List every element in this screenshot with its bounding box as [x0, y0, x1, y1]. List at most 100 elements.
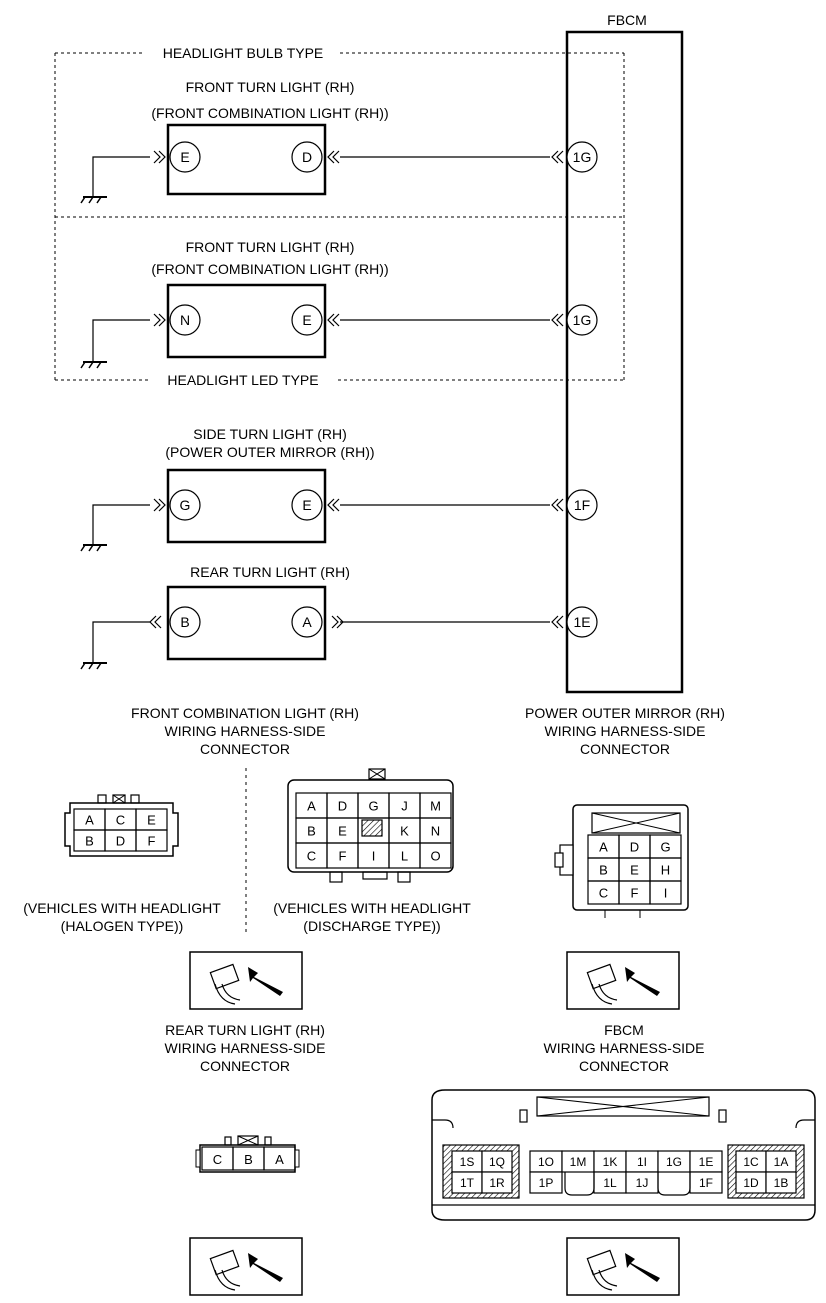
pin-left-label: G	[180, 497, 191, 513]
connector-pin-label: C	[599, 886, 608, 901]
fbcm-connector-title-1: FBCM	[604, 1022, 644, 1038]
discharge-caption-2: (DISCHARGE TYPE))	[303, 918, 440, 934]
connector-cell	[529, 1171, 563, 1194]
connector-pin-label: 1Q	[489, 1155, 505, 1169]
pin-circle	[291, 489, 323, 521]
front-combination-title-2: WIRING HARNESS-SIDE	[164, 723, 325, 739]
connector-pin-label: 1R	[489, 1176, 505, 1190]
ground-symbol-icon	[80, 196, 108, 204]
fbcm-connector-title-3: CONNECTOR	[579, 1058, 669, 1074]
front-combination-title-1: FRONT COMBINATION LIGHT (RH)	[131, 705, 359, 721]
headlight-type-frame	[54, 52, 625, 381]
connector-pin-label: 1S	[460, 1155, 475, 1169]
connector-chevron	[556, 615, 564, 629]
pin-right-label: E	[302, 312, 311, 328]
fbcm-module	[565, 30, 684, 694]
connector-pin-label: B	[85, 834, 94, 849]
connector-pin-label: 1P	[539, 1176, 554, 1190]
connector-pin-label: D	[338, 799, 347, 814]
component-subtitle: (FRONT COMBINATION LIGHT (RH))	[151, 105, 388, 121]
connector-chevron	[551, 615, 559, 629]
power-mirror-title-1: POWER OUTER MIRROR (RH)	[525, 705, 725, 721]
rear-turn-title-1: REAR TURN LIGHT (RH)	[165, 1022, 325, 1038]
key-notch	[564, 1172, 595, 1196]
connector-pin-label: M	[430, 799, 441, 814]
pin-left-label: E	[180, 149, 189, 165]
component-subtitle: (POWER OUTER MIRROR (RH))	[165, 444, 374, 460]
component-row-3: SIDE TURN LIGHT (RH) (POWER OUTER MIRROR …	[80, 426, 598, 552]
fbcm-connector-title-2: WIRING HARNESS-SIDE	[543, 1040, 704, 1056]
connector-pin-label: C	[307, 849, 316, 864]
connector-pin-label: G	[660, 840, 670, 855]
connector-pin-label: 1E	[699, 1155, 714, 1169]
harness-view-icon	[189, 1237, 303, 1296]
pin-circle	[291, 304, 323, 336]
component-row-2: FRONT TURN LIGHT (RH)(FRONT COMBINATION …	[80, 239, 598, 369]
connector-cell	[135, 829, 168, 852]
connector-pin-label: E	[338, 824, 347, 839]
connector-pin-label: N	[431, 824, 440, 839]
connector-pin-label: E	[147, 813, 156, 828]
connector-pin-label: 1A	[774, 1155, 789, 1169]
connector-cell	[419, 842, 452, 869]
ground-symbol-icon	[80, 544, 108, 552]
component-title: REAR TURN LIGHT (RH)	[190, 564, 350, 580]
connector-pin-label: D	[630, 840, 639, 855]
pin-circle	[169, 489, 201, 521]
connector-chevron	[332, 150, 340, 164]
section-led-type: HEADLIGHT LED TYPE	[167, 372, 318, 388]
connector-pin-label: 1F	[699, 1176, 713, 1190]
connector-chevron	[551, 313, 559, 327]
connector-pin-label: D	[116, 834, 125, 849]
ground-wire	[92, 621, 150, 663]
pin-left-label: B	[180, 614, 189, 630]
pin-right-label: D	[302, 149, 312, 165]
connector-chevron	[154, 615, 162, 629]
ground-wire	[92, 504, 150, 545]
component-title: FRONT TURN LIGHT (RH)	[186, 79, 355, 95]
harness-view-icon	[566, 951, 680, 1010]
pin-circle	[169, 304, 201, 336]
connector-pin-label: F	[631, 886, 639, 901]
connector-chevron	[556, 313, 564, 327]
connector-chevron	[153, 150, 161, 164]
connector-pin-label: I	[372, 849, 376, 864]
connector-pin-label: A	[599, 840, 608, 855]
pin-circle	[169, 141, 201, 173]
connector-pin-label: O	[430, 849, 440, 864]
pin-right-label: E	[302, 497, 311, 513]
halogen-caption-2: (HALOGEN TYPE))	[61, 918, 184, 934]
fbcm-pin-circle	[566, 304, 598, 336]
front-combination-title-3: CONNECTOR	[200, 741, 290, 757]
harness-view-icon	[189, 951, 303, 1010]
discharge-key-icon	[361, 819, 383, 837]
view-arrow-icon	[248, 967, 283, 996]
pin-left-label: N	[180, 312, 190, 328]
connector-pin-label: B	[599, 863, 608, 878]
connector-pin-label: J	[401, 799, 408, 814]
view-arrow-icon	[248, 1253, 283, 1282]
connector-pin-label: 1T	[460, 1176, 475, 1190]
connector-cell	[765, 1171, 797, 1194]
halogen-caption-1: (VEHICLES WITH HEADLIGHT	[23, 900, 221, 916]
view-arrow-icon	[625, 967, 660, 996]
connector-chevron	[556, 498, 564, 512]
rear-turn-title-2: WIRING HARNESS-SIDE	[164, 1040, 325, 1056]
connector-pin-label: 1B	[774, 1176, 789, 1190]
connector-pin-label: E	[630, 863, 639, 878]
connector-chevron	[158, 150, 166, 164]
component-title: SIDE TURN LIGHT (RH)	[193, 426, 347, 442]
connector-chevron	[158, 498, 166, 512]
fbcm-pin-circle	[566, 141, 598, 173]
connector-pin-label: F	[339, 849, 347, 864]
connector-pin-label: C	[116, 813, 125, 828]
connector-pin-label: I	[664, 886, 668, 901]
connector-chevron	[153, 313, 161, 327]
